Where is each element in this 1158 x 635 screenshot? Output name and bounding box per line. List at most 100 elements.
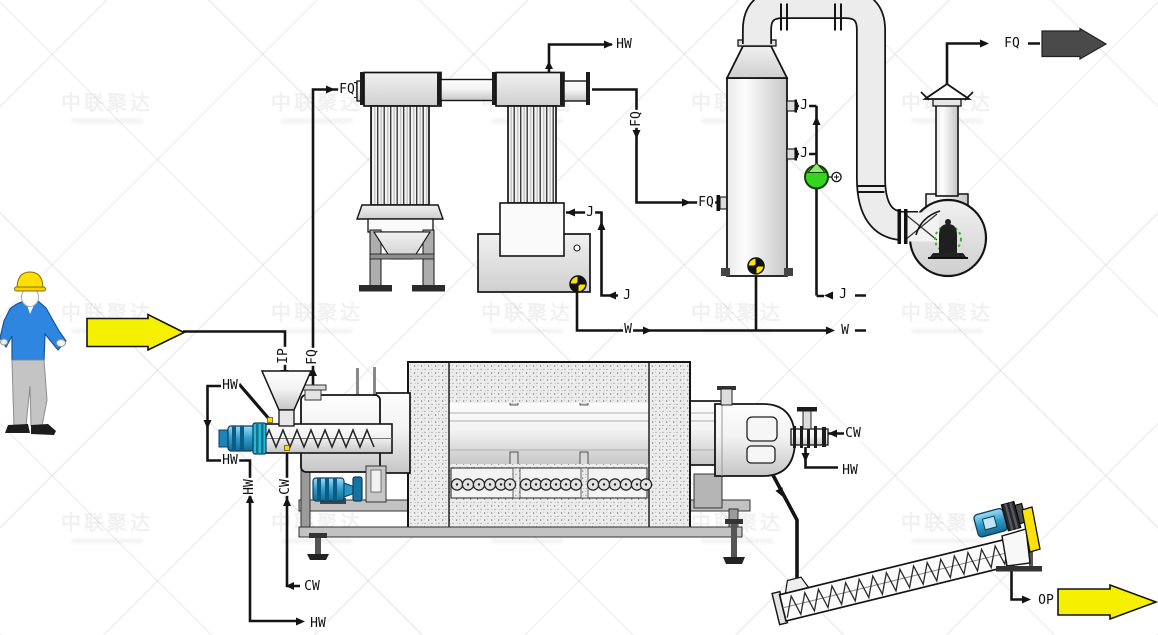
drain-symbol <box>747 257 765 275</box>
stream-label-hw: HW <box>309 616 327 632</box>
screw-feeder <box>218 370 393 455</box>
scrubber-tower <box>716 29 797 277</box>
feeder-motor <box>218 422 267 455</box>
pipe-fq-dryer-to-collector <box>311 88 355 392</box>
expansion-joint <box>904 213 938 241</box>
frame-rail <box>298 526 743 538</box>
output-arrow <box>1057 583 1158 621</box>
pants <box>11 359 48 427</box>
sight-port <box>573 244 581 252</box>
pipe-op-product <box>1010 571 1022 601</box>
stream-label-hw: HW <box>221 453 239 469</box>
hard-hat-icon <box>16 271 44 290</box>
stream-label-fq: FQ <box>697 195 715 211</box>
stream-label-fq: FQ <box>1003 36 1021 52</box>
fan-motor <box>939 224 957 253</box>
worker-figure <box>0 271 67 435</box>
hand <box>56 339 66 347</box>
conveyor-spiral <box>786 540 1019 618</box>
conveyor-motor <box>973 500 1028 538</box>
pipe-j-pump-circuit <box>789 104 824 298</box>
exhaust-arrow <box>1041 27 1108 61</box>
stream-label-fq: FQ <box>305 348 321 366</box>
discharge-spout <box>1001 528 1031 567</box>
stream-label-hw: HW <box>221 378 239 394</box>
exhaust-stub <box>304 389 322 401</box>
shoe <box>5 424 30 433</box>
foot <box>359 285 392 292</box>
stream-label-cw: CW <box>303 579 321 595</box>
inspection-door <box>746 416 778 442</box>
guard-plate <box>1021 506 1041 553</box>
input-arrow <box>86 313 186 352</box>
inclined-screw-conveyor <box>771 500 1042 626</box>
exhaust-stack <box>920 82 974 197</box>
flow-arrow-icons <box>203 39 1031 626</box>
exhaust-duct <box>742 0 918 241</box>
pipe-w-drain <box>575 290 828 332</box>
drain-symbol <box>569 275 587 293</box>
screw-spiral <box>261 428 375 449</box>
pipe-fq-stack <box>945 42 986 84</box>
pipe-hw-outlet <box>804 447 838 469</box>
burner-row <box>450 467 653 499</box>
pipe-discharge-chute <box>764 461 799 584</box>
support-base <box>996 566 1042 572</box>
jack-foot-right <box>723 519 745 564</box>
pedestal <box>693 473 723 509</box>
dust-collector-1 <box>354 71 497 292</box>
stream-label-hw: HW <box>615 37 633 53</box>
pipe-hw-top <box>547 43 612 72</box>
volute-curl <box>915 210 941 236</box>
spray-nozzle <box>786 100 796 112</box>
pipe-feed-line <box>183 330 287 372</box>
jacket <box>0 299 67 361</box>
stream-label-cw: CW <box>844 426 862 442</box>
induced-draft-fan <box>897 193 988 278</box>
connecting-duct <box>440 78 497 102</box>
stream-label-j: J <box>622 288 632 304</box>
stream-label-w: W <box>840 323 850 339</box>
stream-label-j: J <box>838 287 848 303</box>
stream-label-cw: CW <box>278 478 294 496</box>
frame-post <box>300 466 311 530</box>
stack-tube <box>935 103 959 197</box>
tower-cone <box>725 45 789 79</box>
foot <box>412 285 445 292</box>
shoe <box>31 424 56 435</box>
rotary-dryer <box>298 361 829 564</box>
stream-label-w: W <box>623 322 633 338</box>
rotary-joint <box>790 407 829 448</box>
pipe-fq-collector-to-scrubber <box>592 88 717 204</box>
inspection-door <box>746 445 776 464</box>
outlet-duct <box>563 80 589 102</box>
duct-flange-ticks <box>780 3 885 193</box>
hand <box>0 338 8 346</box>
stream-label-j: J <box>585 205 595 221</box>
grease-point <box>284 445 290 451</box>
stack-cap <box>922 82 972 100</box>
tube-bundle <box>370 105 430 206</box>
pipe-hw-diagonal <box>237 382 272 422</box>
spray-nozzle <box>786 148 796 160</box>
header-box <box>495 71 565 107</box>
drum-drive-motor <box>312 476 363 504</box>
pipe-cw-feed <box>285 450 300 588</box>
motor-green-marks <box>934 225 962 253</box>
stream-label-op: OP <box>1037 593 1055 609</box>
stream-label-j: J <box>799 98 809 114</box>
tower-shell <box>726 77 788 277</box>
dust-collector-2 <box>477 71 591 293</box>
header-box <box>363 71 442 107</box>
stream-label-ip: IP <box>276 347 292 365</box>
jack-foot-left <box>307 533 329 560</box>
stream-label-fq: FQ <box>338 82 356 98</box>
pipe-stub-dashes <box>855 42 1040 332</box>
circulation-pump <box>804 162 842 190</box>
stream-label-j: J <box>799 146 809 162</box>
stream-label-hw: HW <box>841 463 859 479</box>
stream-label-fq: FQ <box>629 110 645 128</box>
tube-bundle <box>507 105 557 204</box>
